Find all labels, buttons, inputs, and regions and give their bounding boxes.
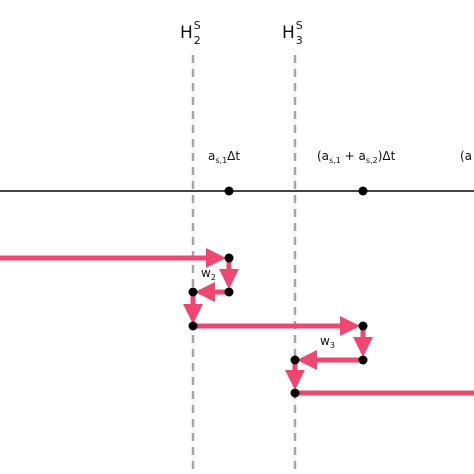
path-segments: [0, 248, 474, 396]
weight-label-w2: w2: [201, 266, 216, 282]
axis-label-3: (a: [460, 149, 472, 163]
path-point: [290, 355, 300, 365]
axis-point-2: [358, 186, 368, 196]
path-point: [188, 287, 198, 297]
path-point: [358, 355, 368, 365]
path-point: [290, 388, 300, 398]
axis-label-1: as,1Δt: [208, 149, 240, 165]
path-points: [188, 253, 368, 398]
path-point: [358, 321, 368, 331]
axis-point-1: [224, 186, 234, 196]
path-point: [188, 321, 198, 331]
path-point: [224, 287, 234, 297]
path-point: [224, 253, 234, 263]
weight-label-w3: w3: [320, 334, 335, 350]
axis-label-2: (as,1 + as,2)Δt: [317, 149, 396, 165]
